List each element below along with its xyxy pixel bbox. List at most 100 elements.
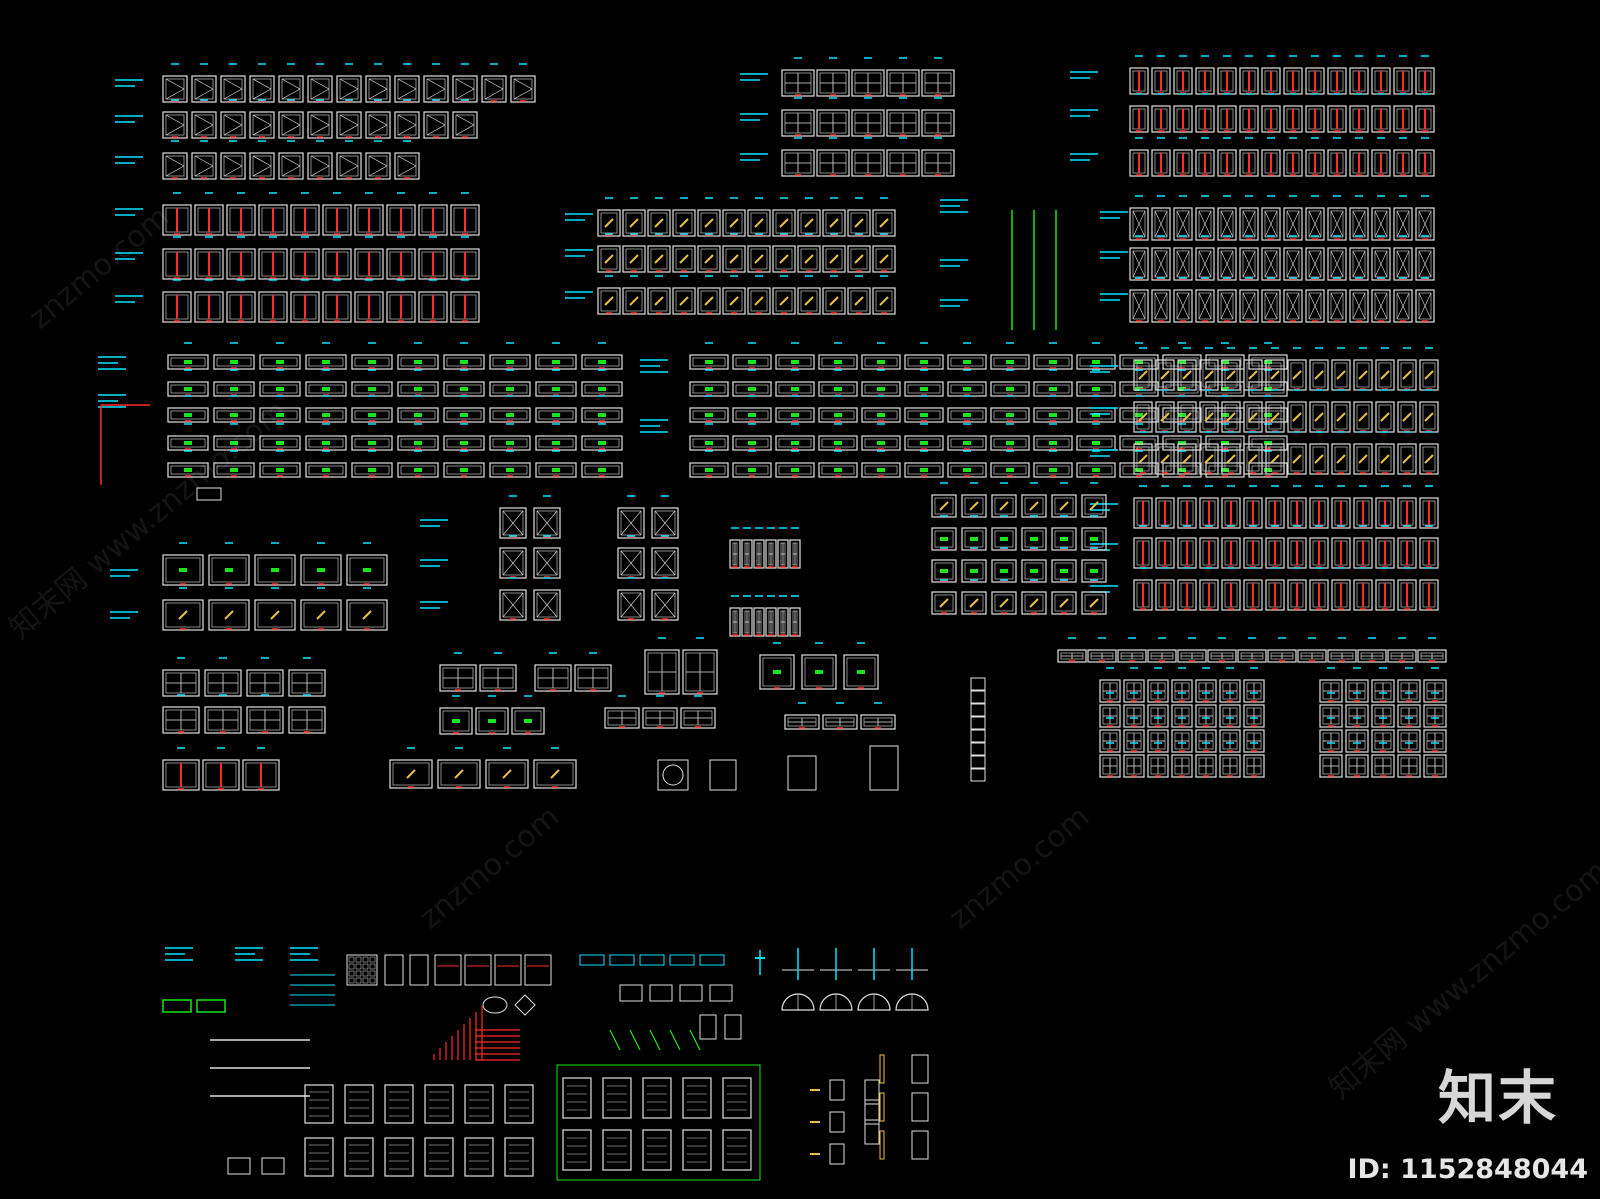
window-frame-symbol [1353, 497, 1373, 529]
window-frame-symbol [1162, 354, 1202, 370]
window-frame-symbol [1261, 247, 1281, 281]
window-frame-symbol [797, 287, 821, 315]
window-frame-symbol [781, 149, 815, 177]
window-frame-symbol [872, 287, 896, 315]
window-frame-symbol [597, 209, 621, 237]
window-frame-symbol [1371, 729, 1395, 753]
window-frame-symbol [697, 209, 721, 237]
window-frame-symbol [1371, 754, 1395, 778]
window-frame-symbol [1349, 247, 1369, 281]
window-frame-symbol [1195, 729, 1217, 753]
window-frame-symbol [729, 607, 741, 637]
window-frame-symbol [1283, 207, 1303, 241]
window-frame-symbol [1349, 105, 1369, 133]
window-frame-symbol [642, 707, 678, 729]
window-frame-symbol [1423, 729, 1447, 753]
window-frame-symbol [1171, 679, 1193, 703]
window-frame-symbol [254, 599, 296, 631]
window-frame-symbol [1415, 105, 1435, 133]
window-frame-symbol [1305, 207, 1325, 241]
window-frame-symbol [765, 539, 777, 569]
window-frame-symbol [300, 599, 342, 631]
window-frame-symbol [1397, 401, 1417, 433]
window-frame-symbol [991, 494, 1017, 518]
window-frame-symbol [722, 287, 746, 315]
window-frame-symbol [1033, 354, 1073, 370]
window-frame-symbol [991, 559, 1017, 583]
window-frame-symbol [452, 111, 478, 139]
window-frame-symbol [259, 407, 301, 423]
window-frame-symbol [1243, 754, 1265, 778]
window-frame-symbol [1133, 497, 1153, 529]
window-frame-symbol [747, 209, 771, 237]
window-frame-symbol [365, 111, 391, 139]
window-frame-symbol [1173, 289, 1193, 323]
window-frame-symbol [167, 354, 209, 370]
window-frame-symbol [162, 204, 192, 236]
window-frame-symbol [1419, 359, 1439, 391]
window-frame-symbol [535, 354, 577, 370]
window-frame-symbol [741, 539, 753, 569]
window-frame-symbol [1415, 149, 1435, 177]
window-frame-symbol [278, 152, 304, 180]
window-frame-symbol [651, 589, 679, 621]
window-frame-symbol [1129, 247, 1149, 281]
window-frame-symbol [1309, 497, 1329, 529]
window-frame-symbol [479, 664, 517, 692]
window-frame-symbol [816, 69, 850, 97]
window-frame-symbol [1207, 649, 1237, 663]
window-frame-symbol [1155, 579, 1175, 611]
window-frame-symbol [1217, 67, 1237, 95]
svg-text:znzmo.com: znzmo.com [943, 799, 1097, 936]
window-frame-symbol [450, 204, 480, 236]
window-frame-symbol [1199, 537, 1219, 569]
window-frame-symbol [259, 381, 301, 397]
window-frame-symbol [1155, 497, 1175, 529]
window-frame-symbol [336, 111, 362, 139]
window-frame-symbol [259, 435, 301, 451]
window-frame-symbol [162, 706, 200, 734]
window-frame-symbol [581, 462, 623, 478]
window-frame-symbol [947, 407, 987, 423]
window-frame-symbol [697, 287, 721, 315]
window-frame-symbol [1349, 149, 1369, 177]
window-frame-symbol [1423, 679, 1447, 703]
window-frame-symbol [581, 407, 623, 423]
window-frame-symbol [961, 591, 987, 615]
window-frame-symbol [1087, 649, 1117, 663]
window-frame-symbol [772, 287, 796, 315]
window-frame-symbol [1415, 289, 1435, 323]
window-frame-symbol [242, 759, 280, 791]
window-frame-symbol [1345, 754, 1369, 778]
window-frame-symbol [801, 654, 837, 690]
window-frame-symbol [1375, 359, 1395, 391]
window-frame-symbol [732, 381, 772, 397]
window-frame-symbol [351, 354, 393, 370]
window-frame-symbol [249, 75, 275, 103]
window-frame-symbol [226, 291, 256, 323]
window-frame-symbol [1243, 359, 1263, 391]
window-frame-symbol [307, 111, 333, 139]
window-frame-symbol [1162, 381, 1202, 397]
window-frame-symbol [167, 462, 209, 478]
window-frame-symbol [213, 407, 255, 423]
window-frame-symbol [194, 291, 224, 323]
window-frame-symbol [1243, 729, 1265, 753]
window-frame-symbol [213, 462, 255, 478]
window-frame-symbol [1243, 497, 1263, 529]
window-frame-symbol [346, 599, 388, 631]
window-frame-symbol [1195, 679, 1217, 703]
window-frame-symbol [351, 462, 393, 478]
window-frame-symbol [1309, 359, 1329, 391]
window-frame-symbol [990, 435, 1030, 451]
window-frame-symbol [961, 527, 987, 551]
window-frame-symbol [1353, 537, 1373, 569]
window-frame-symbol [797, 245, 821, 273]
window-frame-symbol [904, 354, 944, 370]
window-frame-symbol [1173, 105, 1193, 133]
window-frame-symbol [689, 435, 729, 451]
window-frame-symbol [450, 291, 480, 323]
window-frame-symbol [162, 599, 204, 631]
window-frame-symbol [759, 654, 795, 690]
window-frame-symbol [1051, 559, 1077, 583]
